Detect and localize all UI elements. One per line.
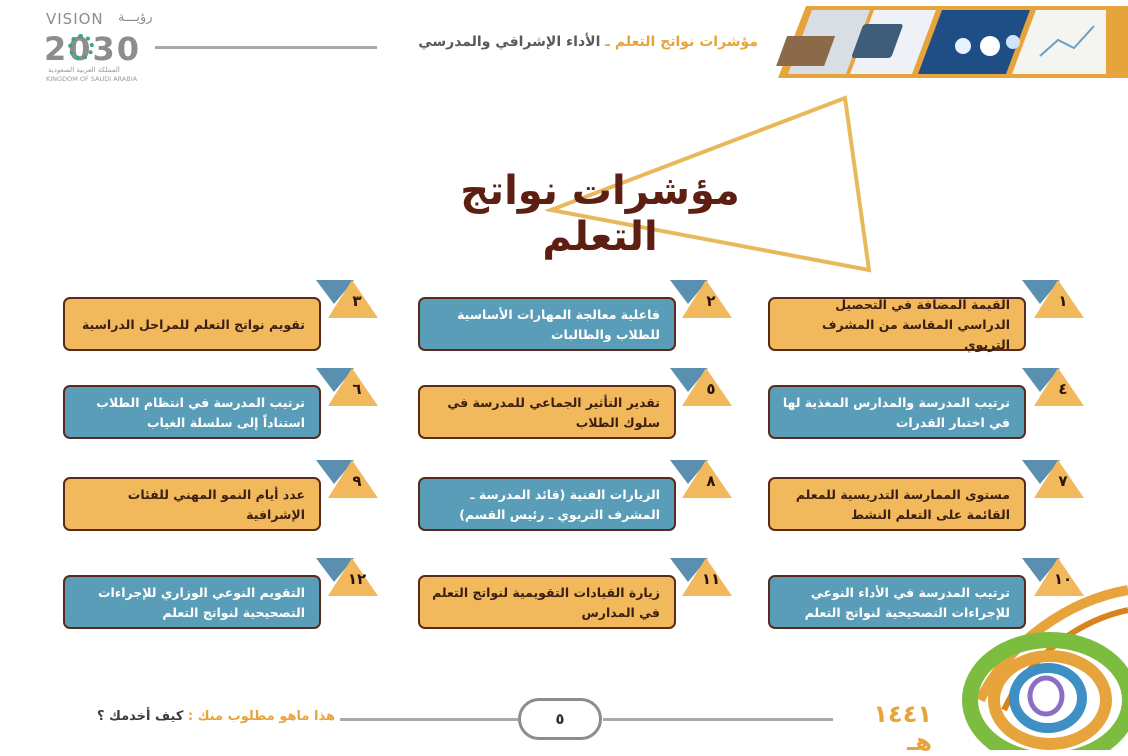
indicator-number-tag: ٣ [314,278,380,328]
indicator-text: تقويم نواتج التعلم للمراحل الدراسية [81,316,305,332]
indicator-number-tag: ٥ [668,366,734,416]
indicator-text: التقويم النوعي الوزاري للإجراءات التصحيح… [97,584,305,620]
indicator-box: عدد أيام النمو المهني للفئات الإشرافية [63,477,321,531]
indicator-number-tag: ١٢ [314,556,380,606]
triangle-tag-icon [670,368,732,406]
vision-2030-logo: VISION رؤيـــة 2030 المملكة العربية السع… [38,8,153,83]
logo-vision-arabic: رؤيـــة [118,10,153,25]
logo-vision-text: VISION [46,10,104,28]
indicator-number-tag: ٩ [314,458,380,508]
triangle-tag-icon [1022,368,1084,406]
footer-note-part1: هذا ماهو مطلوب منك : [183,709,335,724]
indicator-number-tag: ٧ [1020,458,1086,508]
indicator-text: القيمة المضافة في التحصيل الدراسي المقاس… [822,296,1010,352]
logo-emblem-icon [68,34,94,60]
indicator-text: ترتيب المدرسة والمدارس المغذية لها في اخ… [782,394,1010,430]
indicator-number: ١ [1058,292,1068,310]
indicator-text: فاعلية معالجة المهارات الأساسية للطلاب و… [457,306,660,342]
indicator-box: الزيارات الفنية (قائد المدرسة ـ المشرف ا… [418,477,676,531]
indicator-box: تقويم نواتج التعلم للمراحل الدراسية [63,297,321,351]
footer-note-part2: كيف أخدمك ؟ [96,709,184,724]
indicator-text: الزيارات الفنية (قائد المدرسة ـ المشرف ا… [459,486,660,522]
header-title-part2: الأداء الإشرافي والمدرسي [418,34,601,50]
indicator-number: ٥ [706,380,716,398]
header-photo-strip [776,6,1128,78]
decorative-rings-graphic [962,585,1128,750]
footer-note: هذا ماهو مطلوب منك : كيف أخدمك ؟ [60,709,335,724]
indicator-number-tag: ٤ [1020,366,1086,416]
footer-hijri-year: ١٤٤١ هـ [873,700,932,756]
footer-divider-left [340,718,518,721]
indicator-text: عدد أيام النمو المهني للفئات الإشرافية [127,486,305,522]
indicator-number-tag: ٦ [314,366,380,416]
triangle-tag-icon [316,558,378,596]
indicator-number-tag: ١٠ [1020,556,1086,606]
indicator-number-tag: ١ [1020,278,1086,328]
logo-country-english: KINGDOM OF SAUDI ARABIA [46,75,138,83]
header-title-part1: مؤشرات نواتج التعلم ـ [600,34,758,50]
logo-country-arabic: المملكة العربية السعودية [48,66,120,74]
indicator-number: ٣ [352,292,362,310]
triangle-tag-icon [316,460,378,498]
indicator-box: زيارة القيادات التقويمية لنواتج التعلم ف… [418,575,676,629]
page-number: ٥ [518,698,602,740]
indicator-box: ترتيب المدرسة في الأداء النوعي للإجراءات… [768,575,1026,629]
header-divider [155,46,377,49]
indicator-text: ترتيب المدرسة في الأداء النوعي للإجراءات… [804,584,1010,620]
triangle-tag-icon [316,280,378,318]
indicator-number-tag: ٢ [668,278,734,328]
indicator-number: ٨ [706,472,716,490]
footer-divider-right [603,718,833,721]
header-title: مؤشرات نواتج التعلم ـ الأداء الإشرافي وا… [383,34,758,50]
indicator-number: ٧ [1058,472,1068,490]
page-title: مؤشرات نواتج التعلم [460,168,740,260]
triangle-tag-icon [1022,558,1084,596]
indicator-box: ترتيب المدرسة والمدارس المغذية لها في اخ… [768,385,1026,439]
indicator-text: زيارة القيادات التقويمية لنواتج التعلم ف… [432,584,660,620]
indicator-number: ١٢ [347,570,367,588]
indicator-box: القيمة المضافة في التحصيل الدراسي المقاس… [768,297,1026,352]
indicator-box: تقدير التأثير الجماعي للمدرسة في سلوك ال… [418,385,676,439]
indicator-box: فاعلية معالجة المهارات الأساسية للطلاب و… [418,297,676,351]
indicator-box: التقويم النوعي الوزاري للإجراءات التصحيح… [63,575,321,629]
indicator-number: ١٠ [1053,570,1073,588]
triangle-tag-icon [316,368,378,406]
triangle-tag-icon [1022,280,1084,318]
indicator-text: مستوى الممارسة التدريسية للمعلم القائمة … [795,486,1010,522]
indicator-number: ٩ [352,472,362,490]
indicator-box: مستوى الممارسة التدريسية للمعلم القائمة … [768,477,1026,531]
triangle-tag-icon [670,460,732,498]
indicator-number-tag: ٨ [668,458,734,508]
triangle-tag-icon [670,558,732,596]
triangle-tag-icon [1022,460,1084,498]
indicator-text: تقدير التأثير الجماعي للمدرسة في سلوك ال… [447,394,660,430]
indicator-box: ترتيب المدرسة في انتظام الطلاب استناداً … [63,385,321,439]
indicator-number: ٤ [1058,380,1068,398]
triangle-tag-icon [670,280,732,318]
indicator-number: ١١ [701,570,721,588]
indicator-number: ٦ [352,380,362,398]
indicator-number-tag: ١١ [668,556,734,606]
indicator-number: ٢ [706,292,716,310]
indicator-text: ترتيب المدرسة في انتظام الطلاب استناداً … [96,394,305,430]
title-triangle-decoration [545,95,872,273]
